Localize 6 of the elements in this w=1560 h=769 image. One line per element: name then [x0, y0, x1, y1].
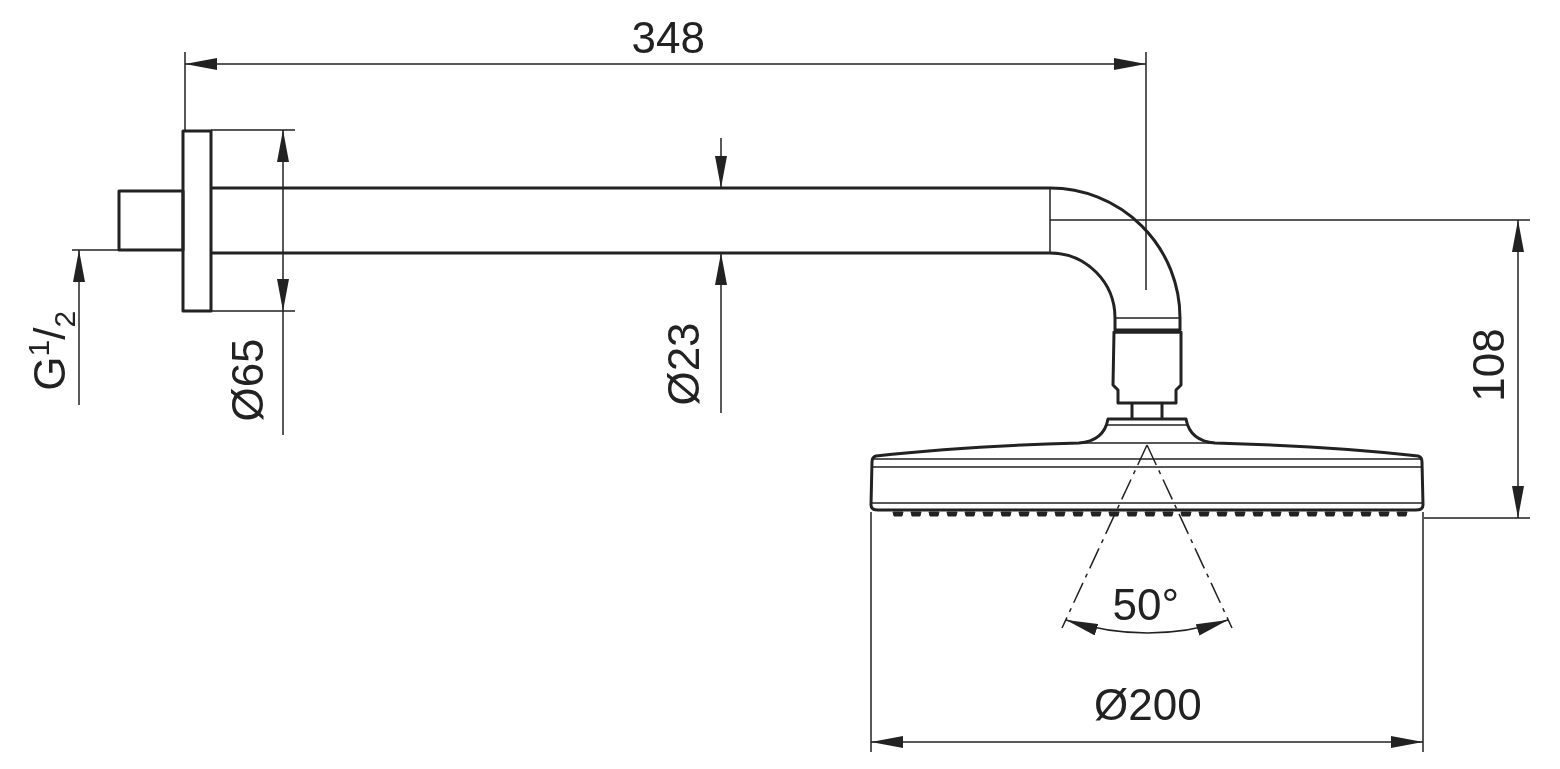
dimension-label: Ø200: [1094, 683, 1202, 727]
dimension-label: Ø65: [225, 338, 270, 422]
dimension-label: 348: [631, 16, 705, 60]
dimension-label: Ø23: [661, 322, 706, 406]
dimension-label: 50°: [1112, 583, 1180, 627]
dimension-label: 108: [1466, 328, 1511, 402]
